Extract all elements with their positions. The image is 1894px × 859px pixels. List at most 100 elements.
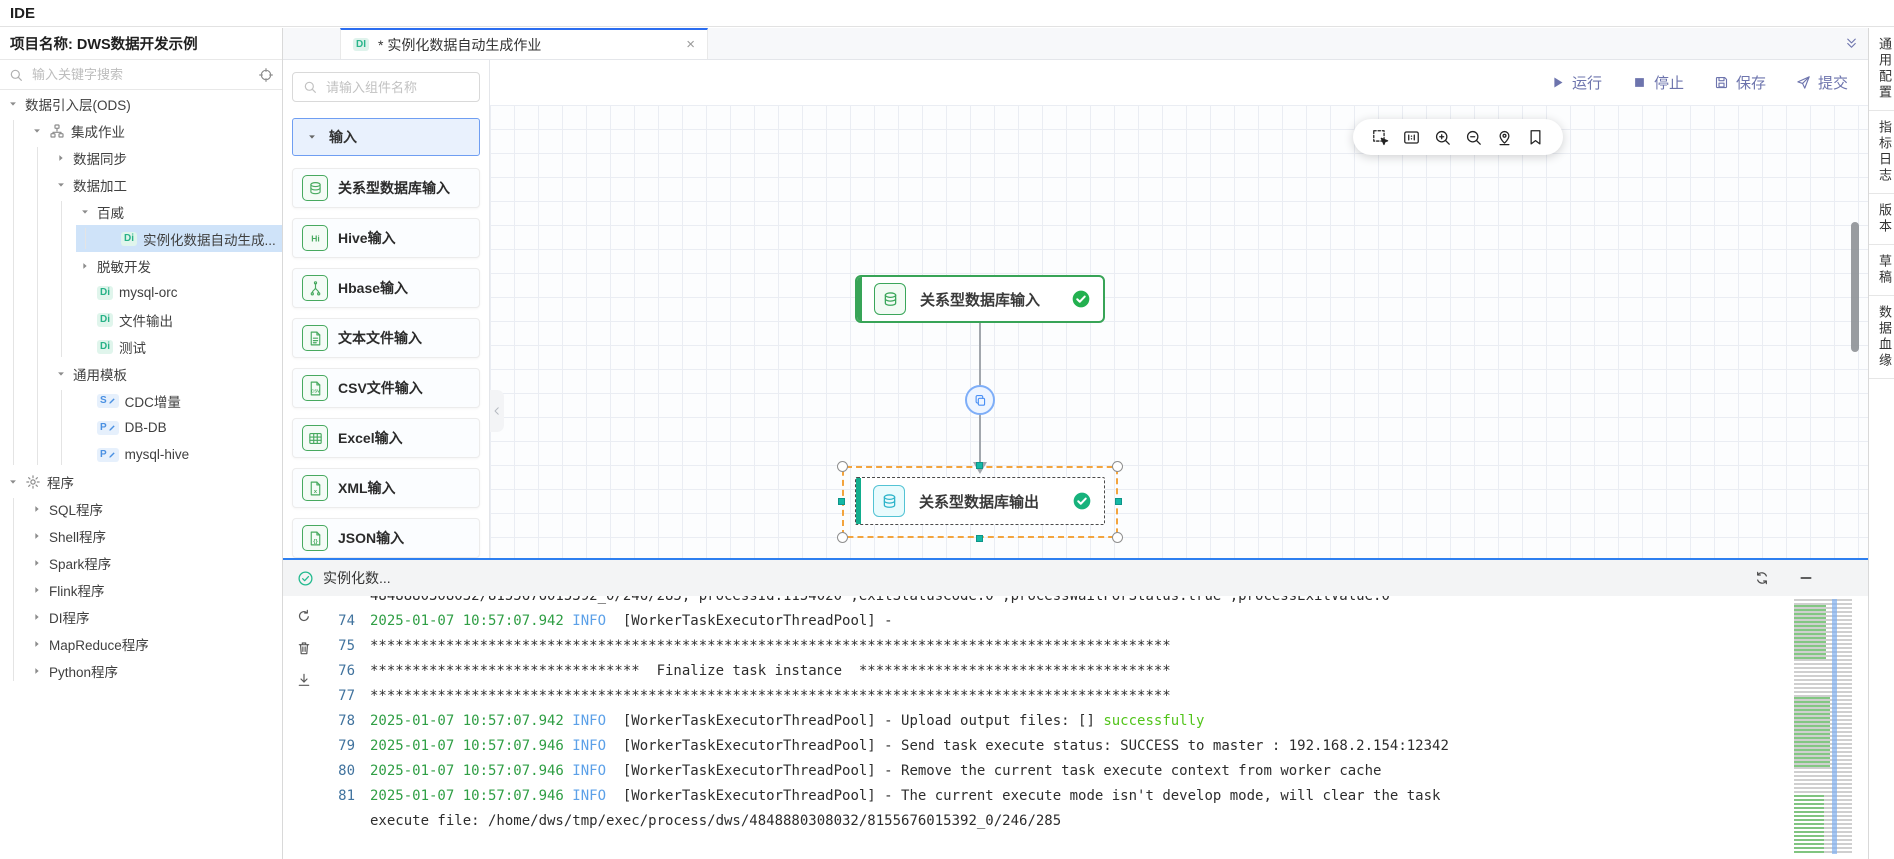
log-minimap[interactable] — [1794, 599, 1852, 854]
anchor-handle[interactable] — [976, 462, 983, 469]
tree-item-label: Spark程序 — [49, 553, 111, 573]
log-tab-label[interactable]: 实例化数... — [323, 568, 391, 588]
resize-handle[interactable] — [1112, 461, 1123, 472]
tree-item[interactable]: 集成作业 — [0, 117, 282, 144]
palette-group-input[interactable]: 输入 — [292, 118, 480, 156]
fit-view-icon[interactable] — [1402, 128, 1421, 147]
stop-button[interactable]: 停止 — [1632, 72, 1684, 93]
anchor-handle[interactable] — [976, 535, 983, 542]
resize-handle[interactable] — [837, 532, 848, 543]
filter-settings-icon[interactable] — [258, 67, 274, 83]
resize-handle[interactable] — [837, 461, 848, 472]
refresh-log-icon[interactable] — [1754, 570, 1770, 586]
tree-item[interactable]: DI程序 — [0, 603, 282, 630]
tree-item[interactable]: Di文件输出 — [0, 306, 282, 333]
palette-collapse-handle[interactable] — [490, 390, 504, 432]
p-template-badge: P — [97, 421, 119, 435]
tree-item[interactable]: 脱敏开发 — [0, 252, 282, 279]
palette-item[interactable]: CSVCSV文件输入 — [292, 368, 480, 408]
tree-indent-guide — [37, 147, 38, 465]
tree-item[interactable]: 通用模板 — [0, 360, 282, 387]
download-log-icon[interactable] — [296, 672, 312, 688]
tree-item[interactable]: 数据引入层(ODS) — [0, 90, 282, 117]
tree-item[interactable]: MapReduce程序 — [0, 630, 282, 657]
anchor-handle[interactable] — [1115, 498, 1122, 505]
tab-job[interactable]: DI * 实例化数据自动生成作业 × — [340, 28, 708, 59]
play-button[interactable]: 运行 — [1550, 72, 1602, 93]
tree-item[interactable]: 程序 — [0, 468, 282, 495]
tree-item[interactable]: SQL程序 — [0, 495, 282, 522]
tree-item[interactable]: PDB-DB — [0, 414, 282, 441]
log-line: execute file: /home/dws/tmp/exec/process… — [325, 809, 1758, 834]
chevron-double-down-icon[interactable] — [1844, 36, 1859, 51]
palette-item[interactable]: HiHive输入 — [292, 218, 480, 258]
play-icon — [1550, 75, 1565, 90]
palette-item[interactable]: 文本文件输入 — [292, 318, 480, 358]
tree-item[interactable]: Di测试 — [0, 333, 282, 360]
bookmark-icon[interactable] — [1526, 128, 1545, 147]
tree-item[interactable]: Shell程序 — [0, 522, 282, 549]
tree-item-label: 数据引入层(ODS) — [25, 94, 131, 114]
tree-item-label: SQL程序 — [49, 499, 103, 519]
palette-item[interactable]: Hbase输入 — [292, 268, 480, 308]
di-badge: Di — [121, 232, 137, 246]
palette-item-list: 关系型数据库输入 HiHive输入 Hbase输入文本文件输入 CSVCSV文件输入 E… — [292, 168, 480, 558]
log-line: 792025-01-07 10:57:07.946 INFO [WorkerTa… — [325, 734, 1758, 759]
reload-log-icon[interactable] — [296, 608, 312, 624]
tree-item[interactable]: 数据加工 — [0, 171, 282, 198]
tree-item[interactable]: Flink程序 — [0, 576, 282, 603]
stop-icon — [1632, 75, 1647, 90]
side-tab[interactable]: 草稿 — [1869, 245, 1894, 296]
log-line-number: 74 — [325, 609, 355, 634]
tree-item-label: CDC增量 — [125, 391, 181, 411]
side-tab[interactable]: 通用配置 — [1869, 28, 1894, 111]
zoom-in-icon[interactable] — [1433, 128, 1452, 147]
side-tab[interactable]: 数据血缘 — [1869, 296, 1894, 379]
zoom-out-icon[interactable] — [1464, 128, 1483, 147]
close-tab-icon[interactable]: × — [686, 36, 695, 53]
tree-item[interactable]: Python程序 — [0, 657, 282, 684]
canvas-vertical-scrollbar[interactable] — [1851, 222, 1859, 352]
tree-item[interactable]: 百威 — [0, 198, 282, 225]
tree-item-label: 数据同步 — [73, 148, 127, 168]
excel-icon — [302, 425, 328, 451]
editor-tab-bar: DI * 实例化数据自动生成作业 × — [283, 28, 1868, 60]
canvas-node-db-input[interactable]: 关系型数据库输入 — [855, 275, 1105, 323]
save-button[interactable]: 保存 — [1714, 72, 1766, 93]
marquee-select-icon[interactable] — [1371, 128, 1390, 147]
tree-item[interactable]: 数据同步 — [0, 144, 282, 171]
palette-item[interactable]: Excel输入 — [292, 418, 480, 458]
palette-item[interactable]: {}JSON输入 — [292, 518, 480, 558]
canvas-node-db-output[interactable]: 关系型数据库输出 — [855, 477, 1105, 525]
tree-item[interactable]: Di实例化数据自动生成... — [0, 225, 282, 252]
palette-item[interactable]: xXML输入 — [292, 468, 480, 508]
resize-handle[interactable] — [1112, 532, 1123, 543]
right-tool-strip: 通用配置指标日志版本草稿数据血缘 — [1868, 28, 1894, 859]
side-tab[interactable]: 版本 — [1869, 194, 1894, 245]
palette-item[interactable]: 关系型数据库输入 — [292, 168, 480, 208]
log-lines: 4848880308032/8155676015392_0/246/285; p… — [325, 596, 1758, 859]
search-icon — [8, 67, 24, 83]
side-tab[interactable]: 指标日志 — [1869, 111, 1894, 194]
palette-search-input[interactable] — [324, 79, 470, 96]
tree-item[interactable]: SCDC增量 — [0, 387, 282, 414]
node-label: 关系型数据库输入 — [920, 289, 1040, 310]
anchor-handle[interactable] — [838, 498, 845, 505]
flow-canvas[interactable]: 运行 停止 保存 提交 关系型数据库输入 关系型数据库输出 — [490, 60, 1868, 558]
tree-indent-guide — [61, 390, 62, 465]
di-badge: Di — [97, 340, 113, 354]
tree-item[interactable]: Dimysql-orc — [0, 279, 282, 306]
locate-icon[interactable] — [1495, 128, 1514, 147]
palette-item-label: XML输入 — [338, 478, 396, 498]
tree-item[interactable]: Pmysql-hive — [0, 441, 282, 468]
edge-copy-icon[interactable] — [965, 385, 995, 415]
p-template-badge: P — [97, 448, 119, 462]
svg-text:{}: {} — [313, 538, 318, 544]
submit-button[interactable]: 提交 — [1796, 72, 1848, 93]
explorer-search-input[interactable] — [30, 66, 252, 83]
tree-item[interactable]: Spark程序 — [0, 549, 282, 576]
clear-log-icon[interactable] — [296, 640, 312, 656]
minimize-panel-icon[interactable] — [1798, 570, 1814, 586]
node-label: 关系型数据库输出 — [919, 491, 1039, 512]
